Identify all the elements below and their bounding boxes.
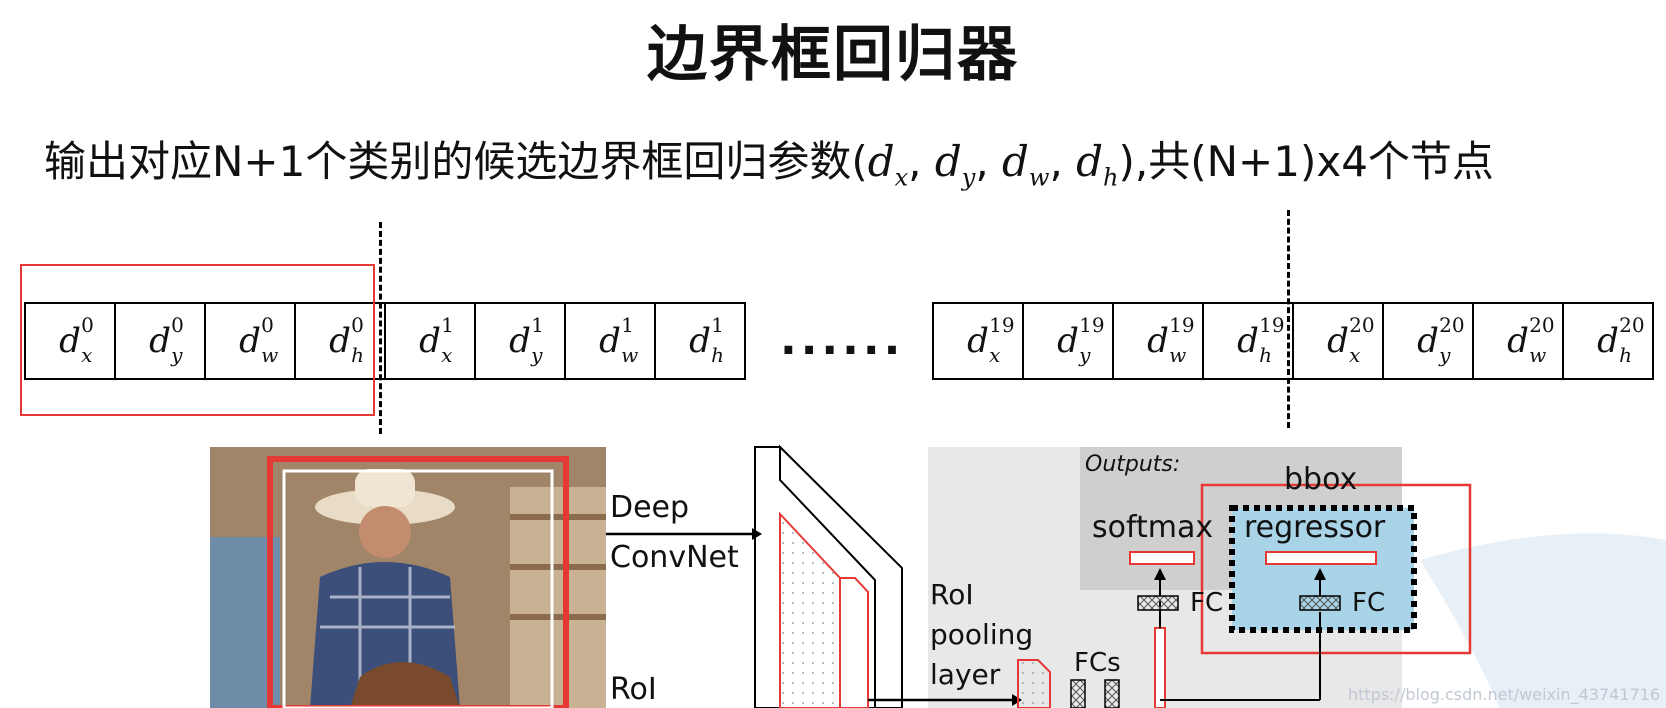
param-dx: dx (867, 137, 909, 192)
watermark: https://blog.csdn.net/weixin_43741716 (1347, 685, 1660, 704)
subtitle: 输出对应N+1个类别的候选边界框回归参数(dx, dy, dw, dh),共(N… (44, 137, 1494, 192)
roi-label: RoI (610, 672, 657, 707)
softmax-label: softmax (1092, 510, 1214, 545)
param-dw: dw (1002, 137, 1050, 192)
subtitle-prefix: 输出对应N+1个类别的候选边界框回归参数( (44, 137, 868, 186)
bbox-label: bbox (1284, 462, 1358, 497)
fc-left-label: FC (1190, 588, 1224, 618)
page-title: 边界框回归器 (647, 20, 1019, 90)
highlight-first-class (20, 264, 375, 416)
subtitle-suffix: ),共(N+1)x4个节点 (1118, 137, 1494, 186)
regressor-label: regressor (1244, 510, 1386, 545)
ellipsis: ...... (780, 314, 905, 365)
param-dy: dy (934, 137, 976, 192)
convnet-label: ConvNet (610, 540, 739, 575)
class-divider-right (1287, 210, 1290, 428)
outputs-label: Outputs: (1085, 452, 1181, 477)
roi-pooling-label-2: pooling (930, 618, 1034, 651)
fcs-label: FCs (1074, 648, 1121, 678)
fc-right-label: FC (1352, 588, 1386, 618)
param-dh: dh (1076, 137, 1119, 192)
cowboy-photo (210, 447, 606, 708)
regressor-highlight (1200, 483, 1472, 655)
roi-pooling-label-1: RoI (930, 578, 974, 611)
deep-label: Deep (610, 490, 690, 525)
input-image (210, 447, 606, 708)
class-divider-left (379, 222, 382, 434)
roi-pooling-label-3: layer (930, 658, 1001, 691)
